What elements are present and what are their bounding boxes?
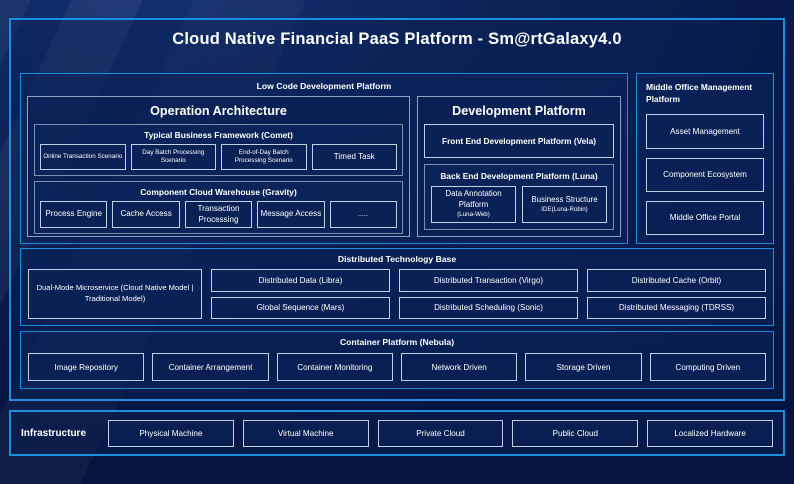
chip-distributed-data[interactable]: Distributed Data (Libra) xyxy=(211,269,390,292)
chip-online-transaction-scenario[interactable]: Online Transaction Scenario xyxy=(40,144,126,170)
chip-distributed-messaging[interactable]: Distributed Messaging (TDRSS) xyxy=(587,296,766,319)
operation-architecture-title: Operation Architecture xyxy=(150,104,287,118)
chip-process-engine[interactable]: Process Engine xyxy=(40,201,108,229)
chip-distributed-cache[interactable]: Distributed Cache (Orbit) xyxy=(587,269,766,292)
chip-computing-driven[interactable]: Computing Driven xyxy=(649,353,766,381)
back-end-development-platform-group: Back End Development Platform (Luna) Dat… xyxy=(424,164,614,230)
chip-middle-office-portal[interactable]: Middle Office Portal xyxy=(646,200,764,235)
typical-business-framework-group: Typical Business Framework (Comet) Onlin… xyxy=(34,124,403,176)
container-platform-items: Image Repository Container Arrangement C… xyxy=(28,353,766,381)
chip-asset-management[interactable]: Asset Management xyxy=(646,114,764,149)
distributed-technology-base-panel: Distributed Technology Base Dual-Mode Mi… xyxy=(20,248,774,326)
chip-transaction-processing[interactable]: Transaction Processing xyxy=(184,201,253,229)
container-platform-title: Container Platform (Nebula) xyxy=(339,337,455,347)
typical-business-framework-items: Online Transaction Scenario Day Batch Pr… xyxy=(40,144,397,170)
chip-container-monitoring[interactable]: Container Monitoring xyxy=(276,353,393,381)
typical-business-framework-title: Typical Business Framework (Comet) xyxy=(144,130,293,140)
chip-business-structure-label: Business Structure xyxy=(531,194,598,204)
chip-network-driven[interactable]: Network Driven xyxy=(400,353,518,381)
distributed-technology-base-title: Distributed Technology Base xyxy=(337,254,457,264)
low-code-development-platform: Low Code Development Platform Operation … xyxy=(20,73,628,244)
chip-business-structure-ide[interactable]: Business Structure IDE(Luna-Robin) xyxy=(522,186,607,223)
chip-virtual-machine[interactable]: Virtual Machine xyxy=(242,419,369,447)
chip-distributed-transaction[interactable]: Distributed Transaction (Virgo) xyxy=(399,269,578,292)
chip-data-annotation-platform[interactable]: Data Annotation Platform (Luna-Web) xyxy=(431,186,516,223)
distributed-column-1: Distributed Data (Libra) Global Sequence… xyxy=(211,269,390,319)
infrastructure-label: Infrastructure xyxy=(21,427,87,439)
chip-distributed-scheduling[interactable]: Distributed Scheduling (Sonic) xyxy=(399,296,578,319)
component-cloud-warehouse-title: Component Cloud Warehouse (Gravity) xyxy=(140,187,297,197)
middle-office-title: Middle Office Management Platform xyxy=(646,82,753,105)
distributed-column-2: Distributed Transaction (Virgo) Distribu… xyxy=(399,269,578,319)
operation-architecture-panel: Operation Architecture Typical Business … xyxy=(27,96,410,237)
middle-office-items: Asset Management Component Ecosystem Mid… xyxy=(646,114,764,235)
chip-cache-access[interactable]: Cache Access xyxy=(112,201,180,229)
chip-component-ecosystem[interactable]: Component Ecosystem xyxy=(646,157,764,192)
chip-timed-task[interactable]: Timed Task xyxy=(311,144,397,170)
development-platform-title: Development Platform xyxy=(452,104,586,118)
low-code-title: Low Code Development Platform xyxy=(256,81,392,91)
chip-end-of-day-batch-processing-scenario[interactable]: End-of-Day Batch Processing Scenario xyxy=(221,144,307,170)
chip-day-batch-processing-scenario[interactable]: Day Batch Processing Scenario xyxy=(130,144,216,170)
chip-front-end-development-platform[interactable]: Front End Development Platform (Vela) xyxy=(424,124,614,158)
low-code-columns: Operation Architecture Typical Business … xyxy=(27,96,621,237)
chip-data-annotation-platform-label: Data Annotation Platform xyxy=(445,189,502,210)
chip-public-cloud[interactable]: Public Cloud xyxy=(512,419,639,447)
chip-dual-mode-microservice[interactable]: Dual-Mode Microservice (Cloud Native Mod… xyxy=(28,269,202,319)
middle-office-management-platform: Middle Office Management Platform Asset … xyxy=(636,73,774,244)
back-end-development-platform-title: Back End Development Platform (Luna) xyxy=(440,171,598,181)
chip-data-annotation-platform-sub: (Luna-Web) xyxy=(457,211,490,219)
distributed-technology-base-body: Dual-Mode Microservice (Cloud Native Mod… xyxy=(28,269,766,319)
chip-business-structure-sub: IDE(Luna-Robin) xyxy=(541,205,588,213)
chip-more-ellipsis[interactable]: ...... xyxy=(329,201,398,229)
back-end-items: Data Annotation Platform (Luna-Web) Busi… xyxy=(431,186,607,223)
component-cloud-warehouse-group: Component Cloud Warehouse (Gravity) Proc… xyxy=(34,181,403,235)
top-row: Low Code Development Platform Operation … xyxy=(20,73,774,244)
chip-global-sequence[interactable]: Global Sequence (Mars) xyxy=(211,296,390,319)
chip-image-repository[interactable]: Image Repository xyxy=(28,353,145,381)
chip-localized-hardware[interactable]: Localized Hardware xyxy=(647,419,773,447)
chip-private-cloud[interactable]: Private Cloud xyxy=(377,419,504,447)
chip-container-arrangement[interactable]: Container Arrangement xyxy=(152,353,269,381)
page-title: Cloud Native Financial PaaS Platform - S… xyxy=(172,30,622,48)
infrastructure-panel: Infrastructure Physical Machine Virtual … xyxy=(9,410,785,456)
component-cloud-warehouse-items: Process Engine Cache Access Transaction … xyxy=(40,201,398,229)
distributed-column-3: Distributed Cache (Orbit) Distributed Me… xyxy=(587,269,766,319)
chip-storage-driven[interactable]: Storage Driven xyxy=(525,353,642,381)
chip-physical-machine[interactable]: Physical Machine xyxy=(108,419,234,447)
platform-outer-frame: Cloud Native Financial PaaS Platform - S… xyxy=(9,18,785,401)
chip-message-access[interactable]: Message Access xyxy=(257,201,325,229)
container-platform-panel: Container Platform (Nebula) Image Reposi… xyxy=(20,331,774,389)
development-platform-panel: Development Platform Front End Developme… xyxy=(417,96,621,237)
